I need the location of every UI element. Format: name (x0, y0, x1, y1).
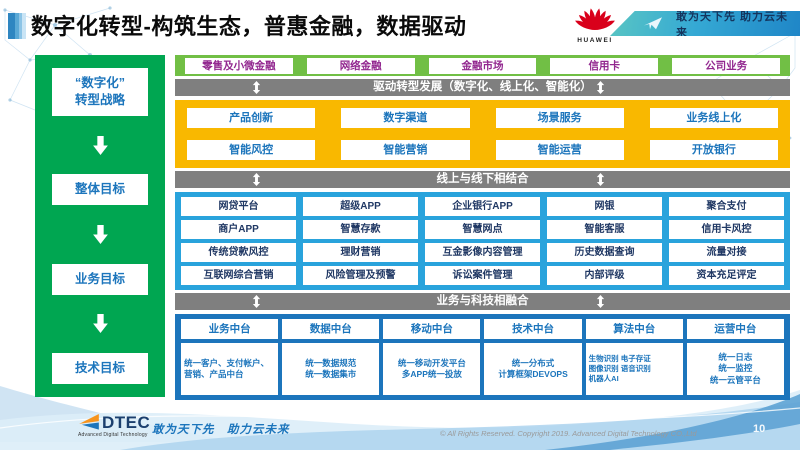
main-diagram: 零售及小微金融 网络金融 金融市场 信用卡 公司业务 驱动转型发展（数字化、线上… (175, 55, 790, 400)
sidebar-step-business-goal: 业务目标 (52, 263, 148, 295)
band-online-offline: 线上与线下相结合 (175, 171, 790, 188)
capability-item: 开放银行 (649, 140, 778, 160)
sidebar-step-overall-goal: 整体目标 (52, 174, 148, 206)
footer-slogan: 敢为天下先 助力云未来 (152, 424, 290, 436)
platform-detail: 统一数据规范 统一数据集市 (282, 343, 380, 395)
platform-header: 数据中台 (282, 319, 380, 339)
capability-item: 智能运营 (495, 140, 624, 160)
platforms-grid: 业务中台 数据中台 移动中台 技术中台 算法中台 运营中台 统一客户、支付帐户、… (175, 314, 790, 400)
platform-header: 算法中台 (585, 319, 683, 339)
application-item: 智慧存款 (303, 220, 418, 239)
platform-detail: 生物识别 电子存证 图像识别 语音识别 机器人AI (585, 343, 683, 395)
application-item: 信用卡风控 (669, 220, 784, 239)
application-item: 超级APP (303, 197, 418, 216)
capability-item: 智能营销 (341, 140, 470, 160)
capability-item: 数字渠道 (341, 108, 470, 128)
application-item: 理财营销 (303, 243, 418, 262)
huawei-logo: HUAWEI (564, 3, 626, 44)
platform-header: 运营中台 (686, 319, 784, 339)
page-title: 数字化转型-构筑生态，普惠金融，数据驱动 (31, 14, 467, 39)
copyright-text: © All Rights Reserved. Copyright 2019. A… (440, 429, 697, 438)
dtec-arrow-icon (79, 414, 99, 430)
application-item: 流量对接 (669, 243, 784, 262)
platform-detail: 统一客户、支付帐户、营销、产品中台 (181, 343, 279, 395)
capabilities-row-2: 智能风控 智能营销 智能运营 开放银行 (187, 140, 778, 160)
application-item: 历史数据查询 (547, 243, 662, 262)
application-item: 聚合支付 (669, 197, 784, 216)
banner-slogan-text: 敢为天下先 助力云未来 (676, 10, 789, 39)
capability-item: 产品创新 (187, 108, 316, 128)
application-item: 商户APP (181, 220, 296, 239)
business-line-item: 公司业务 (672, 57, 780, 74)
business-line-item: 零售及小微金融 (185, 57, 293, 74)
capabilities-block: 产品创新 数字渠道 场景服务 业务线上化 智能风控 智能营销 智能运营 开放银行 (175, 100, 790, 168)
capability-item: 业务线上化 (649, 108, 778, 128)
business-lines-row: 零售及小微金融 网络金融 金融市场 信用卡 公司业务 (175, 55, 790, 76)
band-drive-transformation: 驱动转型发展（数字化、线上化、智能化） (175, 79, 790, 96)
band-label: 业务与科技相融合 (436, 295, 529, 307)
huawei-logo-text: HUAWEI (577, 37, 613, 44)
platform-detail: 统一移动开发平台 多APP统一投放 (383, 343, 481, 395)
applications-grid: 网贷平台 超级APP 企业银行APP 网银 聚合支付 商户APP 智慧存款 智慧… (175, 192, 790, 290)
down-arrow-icon (92, 314, 108, 334)
up-down-arrow-icon (597, 173, 605, 186)
capabilities-row-1: 产品创新 数字渠道 场景服务 业务线上化 (187, 108, 778, 128)
huawei-flower-icon (575, 8, 615, 30)
sidebar-step-strategy: “数字化” 转型战略 (52, 68, 148, 116)
band-label: 驱动转型发展（数字化、线上化、智能化） (373, 81, 592, 93)
business-line-item: 金融市场 (428, 57, 537, 74)
application-item: 诉讼案件管理 (425, 266, 540, 285)
dtec-logo-text: DTEC (102, 413, 151, 432)
dtec-logo: DTEC Advanced Digital Technology (78, 414, 150, 438)
platform-detail: 统一分布式 计算框架DEVOPS (484, 343, 582, 395)
slogan-banner: 敢为天下先 助力云未来 (610, 11, 800, 36)
strategy-sidebar: “数字化” 转型战略 整体目标 业务目标 技术目标 (35, 55, 165, 397)
paper-plane-icon (644, 16, 662, 31)
platform-header: 移动中台 (383, 319, 481, 339)
platform-detail: 统一日志 统一监控 统一云管平台 (686, 343, 784, 395)
application-item: 传统贷款风控 (181, 243, 296, 262)
page-number: 10 (753, 423, 766, 435)
application-item: 智能客服 (547, 220, 662, 239)
up-down-arrow-icon (252, 295, 261, 308)
application-item: 企业银行APP (425, 197, 540, 216)
band-tech-fusion: 业务与科技相融合 (175, 293, 790, 310)
sidebar-step-tech-goal: 技术目标 (52, 353, 148, 384)
application-item: 互联网综合营销 (181, 266, 296, 285)
capability-item: 智能风控 (187, 140, 316, 160)
platform-header: 技术中台 (484, 319, 582, 339)
application-item: 网银 (547, 197, 662, 216)
application-item: 风险管理及预警 (303, 266, 418, 285)
application-item: 内部评级 (547, 266, 662, 285)
business-line-item: 信用卡 (550, 57, 659, 74)
up-down-arrow-icon (597, 81, 605, 94)
business-line-item: 网络金融 (306, 57, 415, 74)
dtec-logo-subtitle: Advanced Digital Technology (78, 432, 148, 438)
up-down-arrow-icon (252, 81, 261, 94)
capability-item: 场景服务 (495, 108, 624, 128)
application-item: 资本充足评定 (669, 266, 784, 285)
down-arrow-icon (92, 224, 108, 244)
platform-header: 业务中台 (181, 319, 279, 339)
band-label: 线上与线下相结合 (436, 173, 529, 185)
up-down-arrow-icon (597, 295, 605, 308)
up-down-arrow-icon (252, 173, 261, 186)
title-accent-icon (8, 13, 26, 39)
application-item: 互金影像内容管理 (425, 243, 540, 262)
application-item: 智慧网点 (425, 220, 540, 239)
down-arrow-icon (92, 135, 108, 155)
application-item: 网贷平台 (181, 197, 296, 216)
